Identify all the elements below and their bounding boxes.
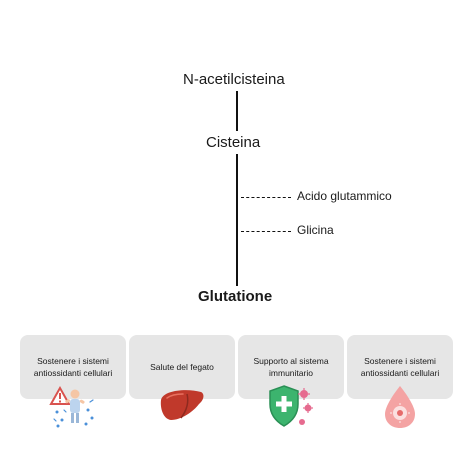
benefit-card-3: Supporto al sistema immunitario: [238, 335, 344, 399]
precursor-label: N-acetilcisteina: [183, 71, 285, 88]
product-label: Glutatione: [198, 288, 273, 305]
connector-line-1: [236, 91, 238, 131]
addition-label-2: Glicina: [297, 223, 334, 237]
liver-icon: [160, 390, 204, 420]
benefit-card-1: Sostenere i sistemi antiossidanti cellul…: [20, 335, 126, 399]
oxidative-stress-person-icon: [49, 385, 94, 428]
immune-shield-icon: [269, 385, 313, 427]
benefit-card-4: Sostenere i sistemi antiossidanti cellul…: [347, 335, 453, 399]
dashed-branch-2: [241, 231, 291, 232]
benefit-label-1: Sostenere i sistemi antiossidanti cellul…: [33, 355, 113, 378]
benefit-label-4: Sostenere i sistemi antiossidanti cellul…: [360, 355, 440, 378]
antioxidant-drop-icon: [385, 386, 415, 428]
addition-label-1: Acido glutammico: [297, 189, 392, 203]
intermediate-label: Cisteina: [206, 134, 261, 151]
benefit-card-2: Salute del fegato: [129, 335, 235, 399]
benefit-label-2: Salute del fegato: [150, 361, 214, 372]
benefit-label-3: Supporto al sistema immunitario: [253, 355, 329, 378]
connector-line-2: [236, 154, 238, 286]
dashed-branch-1: [241, 197, 291, 198]
